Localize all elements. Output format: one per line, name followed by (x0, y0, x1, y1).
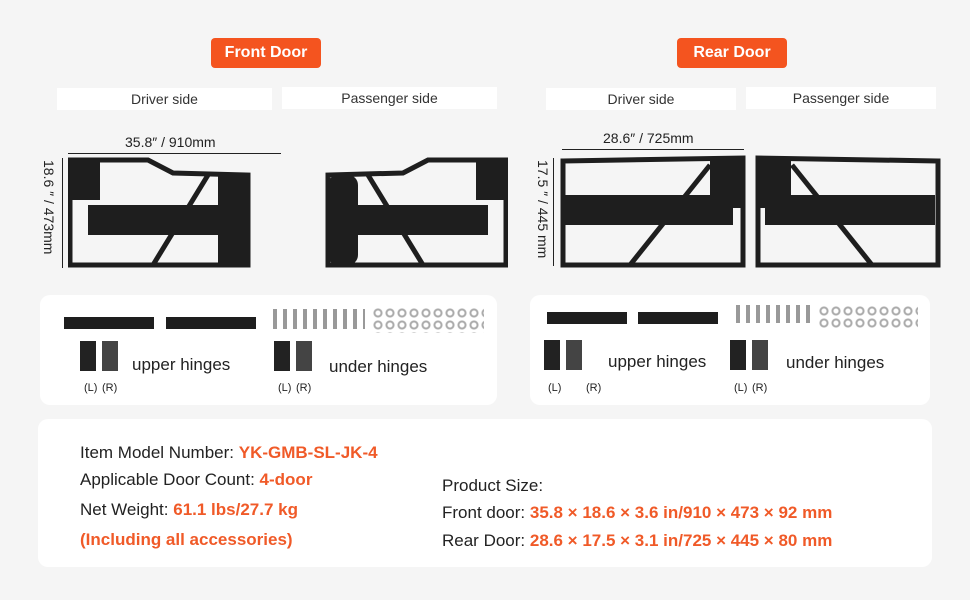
front-door-badge: Front Door (211, 38, 321, 68)
front-doors-image (68, 157, 508, 268)
front-accessories-panel: upper hinges (L) (R) under hinges (L) (R… (40, 295, 497, 405)
hinge-right-icon (566, 340, 582, 370)
upper-hinges-label: upper hinges (608, 352, 707, 371)
rear-size-value: 28.6 × 17.5 × 3.1 in/725 × 445 × 80 mm (529, 531, 833, 550)
bolts (273, 309, 365, 329)
hinge-left-icon (274, 341, 290, 371)
strap (638, 312, 718, 324)
right-label: (R) (586, 382, 602, 394)
model-value: YK-GMB-SL-JK-4 (238, 443, 378, 462)
washers (372, 307, 484, 333)
rear-accessories-panel: upper hinges (L) (R) under hinges (L) (R… (530, 295, 930, 405)
product-size-label: Product Size: (442, 476, 544, 495)
weight-note: (Including all accessories) (80, 530, 293, 549)
front-height-line (62, 158, 63, 268)
hinge-right-icon (752, 340, 768, 370)
net-weight: Net Weight: 61.1 lbs/27.7 kg (80, 500, 298, 520)
bolts (736, 305, 816, 323)
front-width-line (68, 153, 281, 154)
strap (166, 317, 256, 329)
front-height-dimension: 18.6 ″ / 473mm (41, 160, 57, 255)
front-size-value: 35.8 × 18.6 × 3.6 in/910 × 473 × 92 mm (529, 503, 833, 522)
left-label: (L) (548, 382, 562, 394)
hinge-right-icon (296, 341, 312, 371)
model-number: Item Model Number: YK-GMB-SL-JK-4 (80, 443, 378, 463)
rear-door-badge: Rear Door (677, 38, 787, 68)
specs-panel: Item Model Number: YK-GMB-SL-JK-4 Applic… (38, 419, 932, 567)
hinge-left-icon (544, 340, 560, 370)
model-label: Item Model Number: (80, 443, 239, 462)
front-passenger-label: Passenger side (282, 87, 497, 109)
door-count: Applicable Door Count: 4-door (80, 470, 312, 490)
rear-size-label: Rear Door: (442, 531, 530, 550)
rear-height-dimension: 17.5 ″ / 445 mm (535, 160, 551, 259)
hinge-right-icon (102, 341, 118, 371)
weight-label: Net Weight: (80, 500, 174, 519)
upper-hinges-label: upper hinges (132, 355, 231, 374)
right-label: (R) (752, 382, 768, 394)
rear-doors-image (560, 155, 941, 268)
front-width-dimension: 35.8″ / 910mm (125, 134, 216, 150)
right-label: (R) (102, 382, 118, 394)
left-label: (L) (84, 382, 98, 394)
rear-width-line (562, 149, 744, 150)
rear-width-dimension: 28.6″ / 725mm (603, 130, 694, 146)
under-hinges-label: under hinges (786, 353, 885, 372)
rear-passenger-label: Passenger side (746, 87, 936, 109)
washers (818, 305, 918, 329)
count-value: 4-door (259, 470, 313, 489)
under-hinges-label: under hinges (329, 357, 428, 376)
weight-value: 61.1 lbs/27.7 kg (173, 500, 298, 519)
rear-height-line (553, 158, 554, 266)
rear-driver-label: Driver side (546, 88, 736, 110)
hinge-left-icon (80, 341, 96, 371)
hinge-left-icon (730, 340, 746, 370)
rear-door-size: Rear Door: 28.6 × 17.5 × 3.1 in/725 × 44… (442, 531, 832, 551)
front-driver-label: Driver side (57, 88, 272, 110)
right-label: (R) (296, 382, 312, 394)
strap (64, 317, 154, 329)
front-size-label: Front door: (442, 503, 530, 522)
front-door-size: Front door: 35.8 × 18.6 × 3.6 in/910 × 4… (442, 503, 832, 523)
left-label: (L) (734, 382, 748, 394)
strap (547, 312, 627, 324)
left-label: (L) (278, 382, 292, 394)
count-label: Applicable Door Count: (80, 470, 260, 489)
